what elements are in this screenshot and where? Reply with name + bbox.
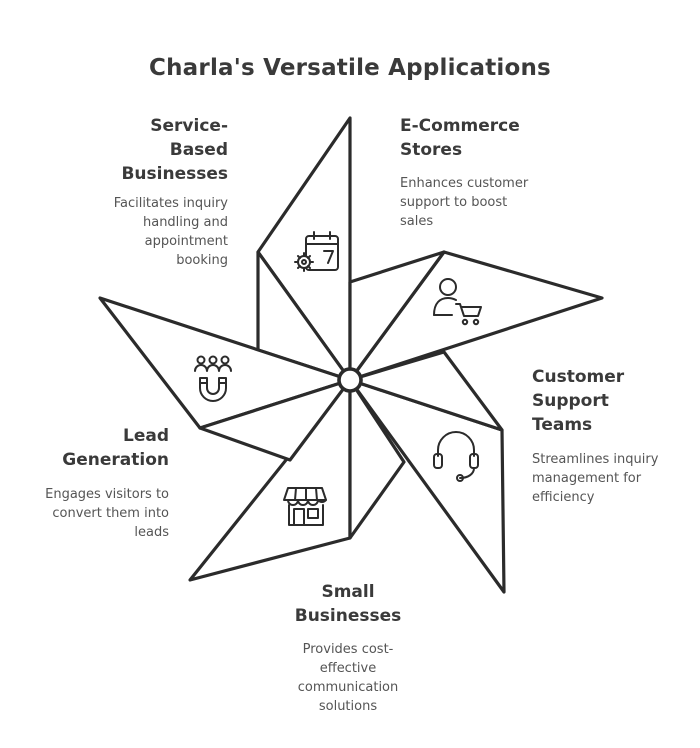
customer-support-heading: Customer Support Teams bbox=[532, 367, 625, 435]
lead-generation-description: Engages visitors to convert them into le… bbox=[45, 487, 169, 540]
small-businesses-heading: Small Businesses bbox=[294, 582, 402, 626]
lead-generation-heading: Lead Generation bbox=[62, 426, 169, 470]
service-based-heading: Service- Based Businesses bbox=[121, 116, 228, 184]
people-magnet-icon bbox=[194, 355, 232, 402]
ecommerce-description: Enhances customer support to boost sales bbox=[400, 176, 529, 229]
storefront-icon bbox=[283, 487, 327, 526]
center-hub bbox=[337, 367, 363, 393]
headset-icon bbox=[433, 431, 479, 482]
diagram-title: Charla's Versatile Applications bbox=[149, 55, 551, 81]
service-based-description: Facilitates inquiry handling and appoint… bbox=[113, 196, 228, 268]
blade-service-based bbox=[256, 116, 352, 382]
small-businesses-description: Provides cost- effective communication s… bbox=[297, 642, 399, 714]
customer-support-description: Streamlines inquiry management for effic… bbox=[532, 452, 659, 505]
ecommerce-heading: E-Commerce Stores bbox=[400, 116, 520, 160]
person-cart-icon bbox=[433, 278, 482, 326]
calendar-gear-icon bbox=[294, 231, 339, 272]
blade-customer-support bbox=[348, 350, 506, 594]
